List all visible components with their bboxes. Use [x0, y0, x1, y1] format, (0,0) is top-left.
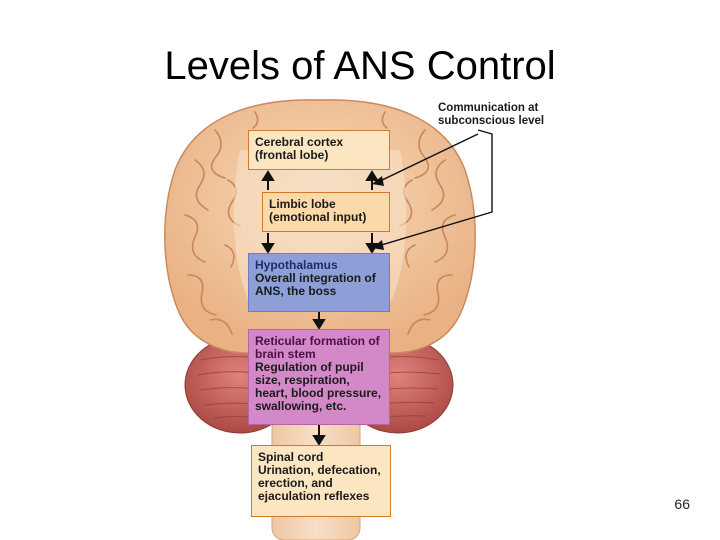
cerebral-cortex-detail: (frontal lobe) — [255, 148, 329, 162]
subconscious-communication-callout: Communication at subconscious level — [438, 102, 545, 127]
communication-arrows — [377, 129, 493, 247]
hypothalamus-box: Hypothalamus Overall integration of ANS,… — [248, 253, 390, 312]
hypothalamus-detail: Overall integration of ANS, the boss — [255, 271, 376, 298]
reticular-formation-box: Reticular formation of brain stem Regula… — [248, 329, 390, 425]
cerebral-cortex-box: Cerebral cortex (frontal lobe) — [248, 130, 390, 170]
reticular-formation-detail: Regulation of pupil size, respiration, h… — [255, 360, 382, 413]
slide-title: Levels of ANS Control — [164, 44, 556, 88]
spinal-cord-detail: Urination, defecation, erection, and eja… — [258, 463, 381, 503]
limbic-lobe-box: Limbic lobe (emotional input) — [262, 192, 390, 232]
reticular-formation-title: Reticular formation of brain stem — [255, 334, 380, 361]
cerebral-cortex-title: Cerebral cortex — [255, 135, 344, 149]
hypothalamus-title: Hypothalamus — [255, 258, 338, 272]
limbic-lobe-detail: (emotional input) — [269, 210, 367, 224]
spinal-cord-box: Spinal cord Urination, defecation, erect… — [251, 445, 391, 517]
page-number: 66 — [674, 496, 690, 512]
limbic-lobe-title: Limbic lobe — [269, 197, 336, 211]
level-arrows — [261, 170, 379, 446]
spinal-cord-title: Spinal cord — [258, 450, 324, 464]
